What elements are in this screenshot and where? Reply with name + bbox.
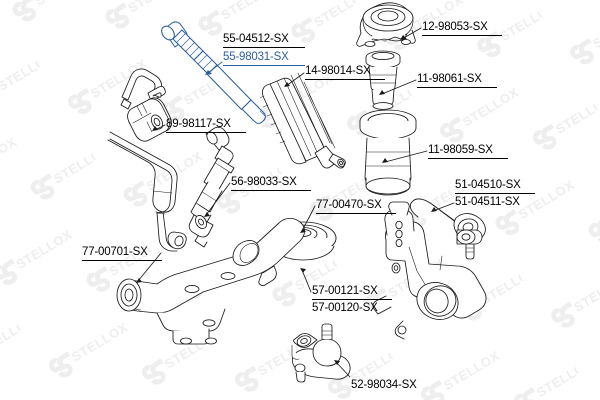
leader-arrows — [136, 35, 437, 365]
component-stabilizer-bushing — [127, 97, 172, 142]
callout-bump-stop-large: 11-98059-SX — [428, 144, 508, 159]
component-stabilizer-link — [188, 126, 235, 248]
component-control-arm — [116, 217, 305, 345]
callout-steering-rack-boot: 14-98014-SX — [305, 65, 385, 80]
component-ball-joint — [291, 323, 351, 383]
component-steering-knuckle — [372, 201, 487, 340]
component-inner-tie-rod — [161, 21, 266, 124]
callout-stabilizer-link: 56-98033-SX — [231, 176, 311, 191]
component-rack-boot — [259, 72, 346, 169]
callout-inner-tie-rod-primary: 55-04512-SX — [223, 33, 305, 48]
component-dust-cover — [359, 109, 417, 196]
callout-control-arm-bushing-front: 77-00701-SX — [82, 246, 162, 261]
callout-stabilizer-bushing: 89-98117-SX — [166, 118, 246, 133]
callout-lower-ball-joint: 52-98034-SX — [351, 379, 417, 391]
leader-lines — [137, 27, 455, 378]
callout-strut-mount: 12-98053-SX — [422, 21, 502, 36]
callout-inner-tie-rod-alt: 55-98031-SX — [223, 51, 305, 66]
callout-outer-tie-rod-end-alt: 51-04511-SX — [455, 196, 520, 208]
callout-bump-stop-small: 11-98061-SX — [417, 73, 497, 88]
component-strut-mount — [356, 2, 416, 47]
callout-coil-spring-seat-lower: 57-00120-SX — [312, 302, 378, 314]
component-stabilizer-bar — [107, 131, 187, 252]
callout-coil-spring-seat-upper: 57-00121-SX — [312, 285, 392, 300]
callout-strut-bearing: 77-00470-SX — [316, 199, 396, 214]
callout-outer-tie-rod-end-primary: 51-04510-SX — [455, 179, 535, 194]
component-stabilizer-bracket — [120, 68, 166, 110]
